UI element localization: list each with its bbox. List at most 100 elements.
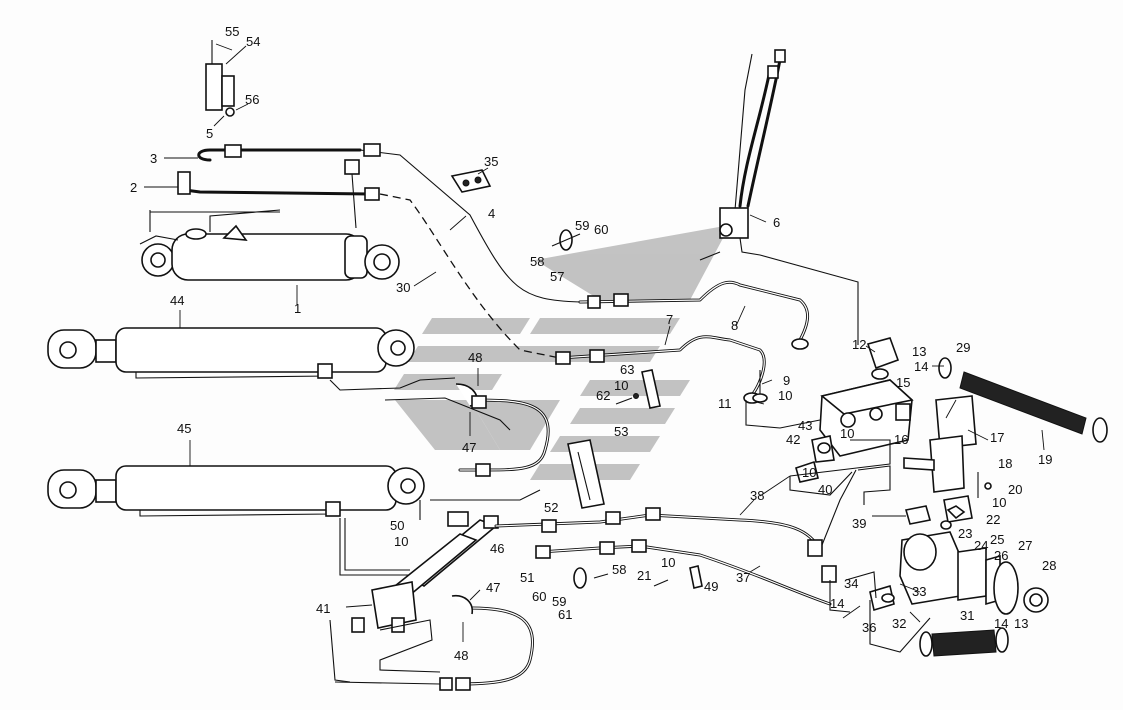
label-13-pump: 13	[1014, 616, 1028, 631]
label-14-pump: 14	[994, 616, 1008, 631]
label-39: 39	[852, 516, 866, 531]
label-10-valve: 10	[778, 388, 792, 403]
fitting-9-11	[745, 370, 821, 429]
label-57: 57	[550, 269, 564, 284]
hose-2	[177, 171, 561, 359]
label-63: 63	[620, 362, 634, 377]
label-13-valve: 13	[912, 344, 926, 359]
bracket-17	[903, 395, 992, 498]
label-16: 16	[894, 432, 908, 447]
label-3: 3	[150, 151, 157, 166]
label-10-fitting: 10	[802, 465, 816, 480]
label-36: 36	[862, 620, 876, 635]
label-37: 37	[736, 570, 750, 585]
label-18: 18	[998, 456, 1012, 471]
hydraulic-pump-24	[869, 531, 1049, 653]
label-51: 51	[520, 570, 534, 585]
control-lever-6	[699, 49, 859, 345]
label-25: 25	[990, 532, 1004, 547]
label-52: 52	[544, 500, 558, 515]
label-7: 7	[666, 312, 673, 327]
label-34: 34	[844, 576, 858, 591]
label-2: 2	[130, 180, 137, 195]
clip-57	[551, 229, 581, 251]
label-41: 41	[316, 601, 330, 616]
label-20: 20	[1008, 482, 1022, 497]
label-45: 45	[177, 421, 191, 436]
label-61: 61	[558, 607, 572, 622]
part-labels: 1 2 3 4 5 6 7 8 9 10 10 10 10 10 10 10 1…	[130, 24, 1056, 663]
bolt-21	[653, 565, 703, 589]
hose-19	[938, 357, 1108, 443]
label-62: 62	[596, 388, 610, 403]
label-22: 22	[986, 512, 1000, 527]
label-48-lower: 48	[454, 648, 468, 663]
label-14-valve: 14	[914, 359, 928, 374]
label-54: 54	[246, 34, 260, 49]
ram-cylinder-45	[47, 465, 425, 517]
label-21: 21	[637, 568, 651, 583]
label-12: 12	[852, 337, 866, 352]
clip-61	[573, 567, 609, 589]
label-32: 32	[892, 616, 906, 631]
label-1: 1	[294, 301, 301, 316]
label-30: 30	[396, 280, 410, 295]
label-44: 44	[170, 293, 184, 308]
label-49: 49	[704, 579, 718, 594]
label-17: 17	[990, 430, 1004, 445]
suction-hose-31	[919, 627, 1009, 657]
label-10-bracket: 10	[992, 495, 1006, 510]
label-35: 35	[484, 154, 498, 169]
label-31: 31	[960, 608, 974, 623]
label-47-upper: 47	[462, 440, 476, 455]
label-10-block: 10	[614, 378, 628, 393]
label-42: 42	[786, 432, 800, 447]
label-38: 38	[750, 488, 764, 503]
label-6: 6	[773, 215, 780, 230]
label-4: 4	[488, 206, 495, 221]
label-60-lower: 60	[532, 589, 546, 604]
label-15: 15	[896, 375, 910, 390]
label-50: 50	[390, 518, 404, 533]
label-58-lower: 58	[612, 562, 626, 577]
label-10-manifold: 10	[394, 534, 408, 549]
label-11: 11	[718, 396, 732, 411]
block-53	[567, 439, 605, 509]
hose-38	[494, 469, 857, 557]
label-23: 23	[958, 526, 972, 541]
label-59-upper: 59	[575, 218, 589, 233]
control-valve-16	[811, 337, 914, 463]
fitting-22	[857, 465, 973, 530]
label-24: 24	[974, 538, 988, 553]
fitting-34	[845, 571, 895, 612]
ram-cylinder-44	[47, 327, 415, 379]
label-19: 19	[1038, 452, 1052, 467]
label-47-lower: 47	[486, 580, 500, 595]
label-5: 5	[206, 126, 213, 141]
label-60-upper: 60	[594, 222, 608, 237]
cylinder-1	[139, 209, 400, 281]
leader-lines	[144, 43, 1045, 642]
hose-47-upper	[329, 377, 550, 477]
block-35	[450, 169, 492, 193]
bracket-54	[205, 40, 235, 117]
label-53: 53	[614, 424, 628, 439]
label-59-lower: 59	[552, 594, 566, 609]
label-26: 26	[994, 548, 1008, 563]
label-10-small: 10	[840, 426, 854, 441]
label-43: 43	[798, 418, 812, 433]
label-55: 55	[225, 24, 239, 39]
label-28: 28	[1042, 558, 1056, 573]
label-9: 9	[783, 373, 790, 388]
label-46: 46	[490, 541, 504, 556]
block-63	[641, 369, 661, 409]
bracket-41	[329, 581, 441, 683]
hose-37	[535, 539, 851, 613]
label-10-bolt: 10	[661, 555, 675, 570]
bolt-62	[615, 393, 639, 405]
label-29: 29	[956, 340, 970, 355]
label-40: 40	[818, 482, 832, 497]
hose-8	[578, 280, 809, 350]
